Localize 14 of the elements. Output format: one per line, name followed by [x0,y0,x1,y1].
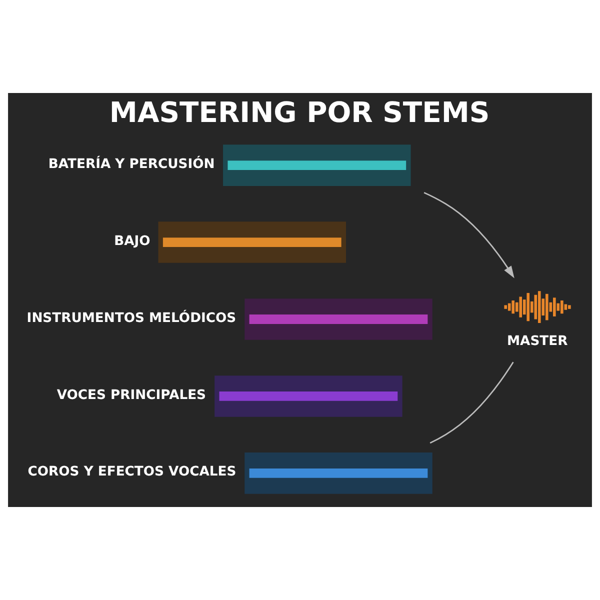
node-label: INSTRUMENTOS MELÓDICOS [26,310,236,326]
diagram-title: MASTERING POR STEMS [109,96,490,130]
arrow [424,192,514,278]
node-bar [158,222,346,263]
node-label: COROS Y EFECTOS VOCALES [28,464,236,480]
node-label: BATERÍA Y PERCUSIÓN [48,156,215,172]
connector [430,362,514,444]
node-label: BAJO [114,234,150,249]
node-bar [244,298,432,340]
node-label: VOCES PRINCIPALES [56,388,206,403]
node-bar [244,452,432,494]
node-bar [223,144,411,186]
node-label: MASTER [507,334,568,349]
node-bar [214,376,402,417]
